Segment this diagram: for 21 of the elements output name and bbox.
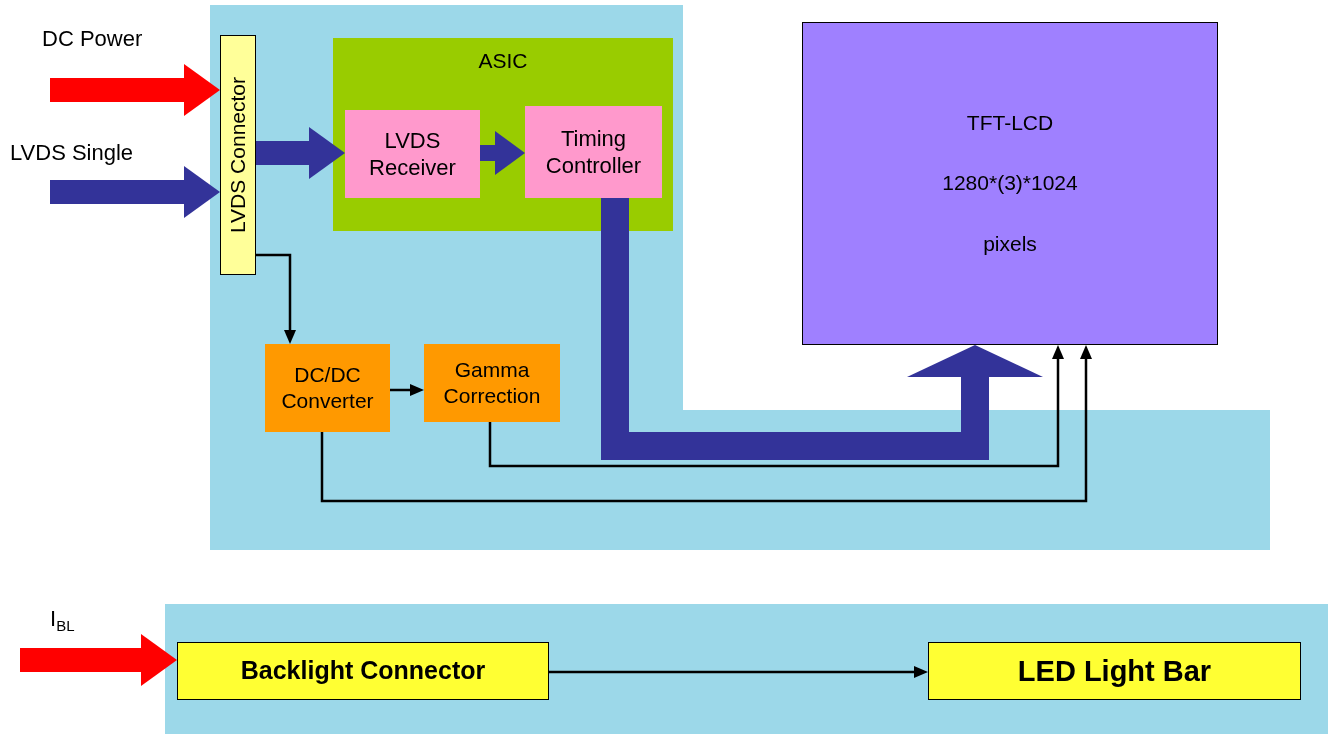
backlight-band (165, 604, 1328, 734)
connector-box (177, 642, 549, 700)
node-label: 1280*(3)*1024 (941, 170, 1079, 197)
node-label: DC/DC Converter (280, 361, 375, 414)
block-title: ASIC (477, 48, 529, 74)
node-label: Timing Controller (544, 124, 643, 180)
process-box (525, 106, 662, 198)
light-bar-box (928, 642, 1301, 700)
chip-block (333, 38, 673, 231)
connector-box (220, 35, 256, 275)
node-label: Backlight Connector (239, 655, 487, 687)
node-label: Gamma Correction (442, 356, 542, 409)
node-label: LED Light Bar (1016, 653, 1213, 689)
node-label: LVDS Receiver (368, 126, 457, 182)
node-label: pixels (982, 230, 1038, 257)
connector-label: LVDS Connector (226, 77, 250, 233)
node-label: TFT-LCD (965, 110, 1055, 137)
display-panel (802, 22, 1218, 345)
process-box (345, 110, 480, 198)
process-box (265, 344, 390, 432)
process-box (424, 344, 560, 422)
